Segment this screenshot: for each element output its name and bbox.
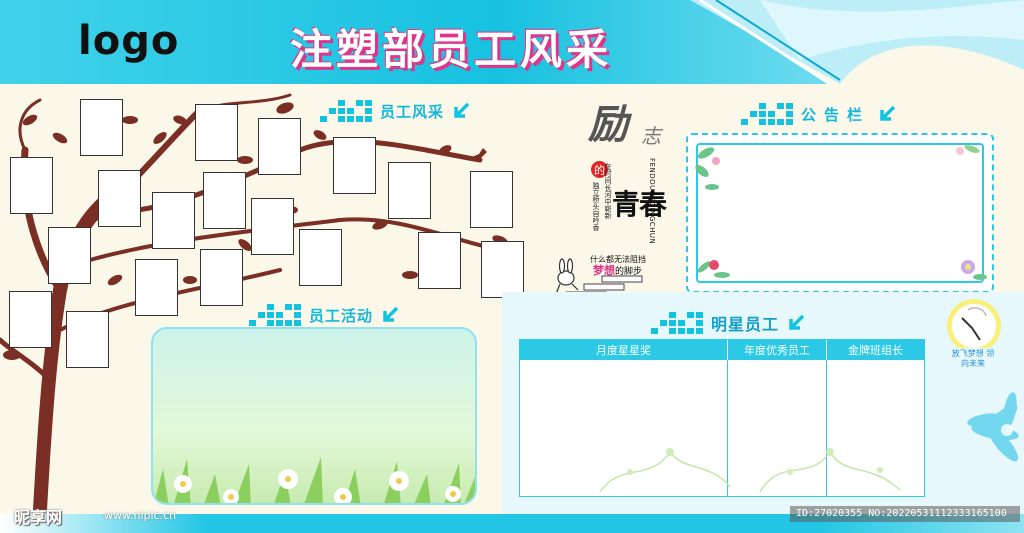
- photo-frame: [203, 172, 246, 229]
- badge-caption: 放飞梦想 领向未来: [951, 349, 995, 368]
- column-header-monthly-star: 月度星星奖: [520, 340, 727, 360]
- arrow-down-left-icon: [880, 105, 896, 121]
- photo-frame: [48, 227, 91, 284]
- poem-right: 在时间长河中崭新: [604, 163, 612, 219]
- watermark-logo: 昵享网: [14, 508, 63, 527]
- youth-calligraphy: 青春: [612, 188, 667, 221]
- watermark-id: ID:27020355 NO:20220531112333165100: [790, 506, 1020, 522]
- photo-frame: [200, 249, 243, 306]
- section-header-staff-style: 员工风采: [320, 100, 470, 122]
- flower-corner-icon: [956, 145, 980, 155]
- motto-line-2: 梦想的脚步: [593, 262, 642, 278]
- section-title-staff-activity: 员工活动: [309, 306, 374, 325]
- photo-frame: [135, 259, 178, 316]
- photo-frame: [481, 241, 524, 298]
- activity-photo-panel: [151, 327, 477, 505]
- dot-pattern-icon: [320, 100, 372, 122]
- star-staff-table: 月度星星奖 年度优秀员工 金牌班组长: [519, 339, 925, 497]
- vine-decoration: [599, 448, 901, 493]
- photo-frame: [299, 229, 342, 286]
- photo-frame: [98, 170, 141, 227]
- dot-pattern-icon: [651, 312, 703, 334]
- watermark-url: www.nipic.cn: [104, 509, 177, 522]
- bulletin-board: [686, 133, 994, 293]
- flower-corner-icon: [697, 260, 730, 278]
- poem-left: 独立桥头自吟香: [592, 182, 600, 231]
- photo-frame: [418, 232, 461, 289]
- blue-leaf-decoration: [967, 392, 1019, 462]
- motto-line-1: 什么都无法阻挡: [590, 255, 646, 264]
- dream-badge-icon: [947, 299, 1001, 372]
- section-title-star-staff: 明星员工: [711, 315, 780, 334]
- column-header-gold-team-leader: 金牌班组长: [826, 340, 924, 360]
- dot-pattern-icon: [249, 304, 301, 326]
- photo-frame: [333, 137, 376, 194]
- photo-frame: [470, 171, 513, 228]
- arrow-down-left-icon: [383, 306, 399, 322]
- section-header-staff-activity: 员工活动: [249, 304, 399, 326]
- inspire-title-big: 励: [588, 101, 628, 148]
- column-header-annual-excellent: 年度优秀员工: [727, 340, 826, 360]
- photo-frame: [66, 311, 109, 368]
- page-title: 注塑部员工风采: [290, 25, 613, 74]
- logo: logo: [78, 18, 180, 64]
- motto-highlight: 梦想: [593, 264, 615, 277]
- footer-band: [0, 514, 1024, 533]
- arrow-down-left-icon: [789, 314, 805, 330]
- section-title-bulletin: 公告栏: [801, 105, 871, 124]
- photo-frame: [9, 291, 52, 348]
- flower-meadow-decoration: [154, 457, 475, 503]
- photo-frame: [388, 162, 431, 219]
- dot-pattern-icon: [741, 103, 793, 125]
- red-seal-icon: 的: [591, 161, 608, 178]
- column-divider: [826, 360, 827, 496]
- section-header-bulletin: 公告栏: [741, 103, 896, 125]
- arrow-down-left-icon: [454, 102, 470, 118]
- column-divider: [727, 360, 728, 496]
- pinyin-vertical: FENDOUDEQINGCHUN: [648, 158, 656, 245]
- section-header-star-staff: 明星员工: [651, 311, 805, 335]
- photo-frame: [10, 157, 53, 214]
- motto-rest: 的脚步: [615, 267, 643, 277]
- photo-frame: [258, 118, 301, 175]
- photo-frame: [251, 198, 294, 255]
- section-title-staff-style: 员工风采: [380, 102, 445, 121]
- header-band: [0, 0, 1024, 88]
- flower-corner-icon: [961, 260, 987, 280]
- leaf-corner-icon: [695, 147, 720, 190]
- photo-frame: [152, 192, 195, 249]
- photo-frame: [195, 104, 238, 161]
- photo-frame: [80, 99, 123, 156]
- bulletin-content-area: [696, 143, 984, 283]
- inspire-title-small: 志: [641, 124, 661, 148]
